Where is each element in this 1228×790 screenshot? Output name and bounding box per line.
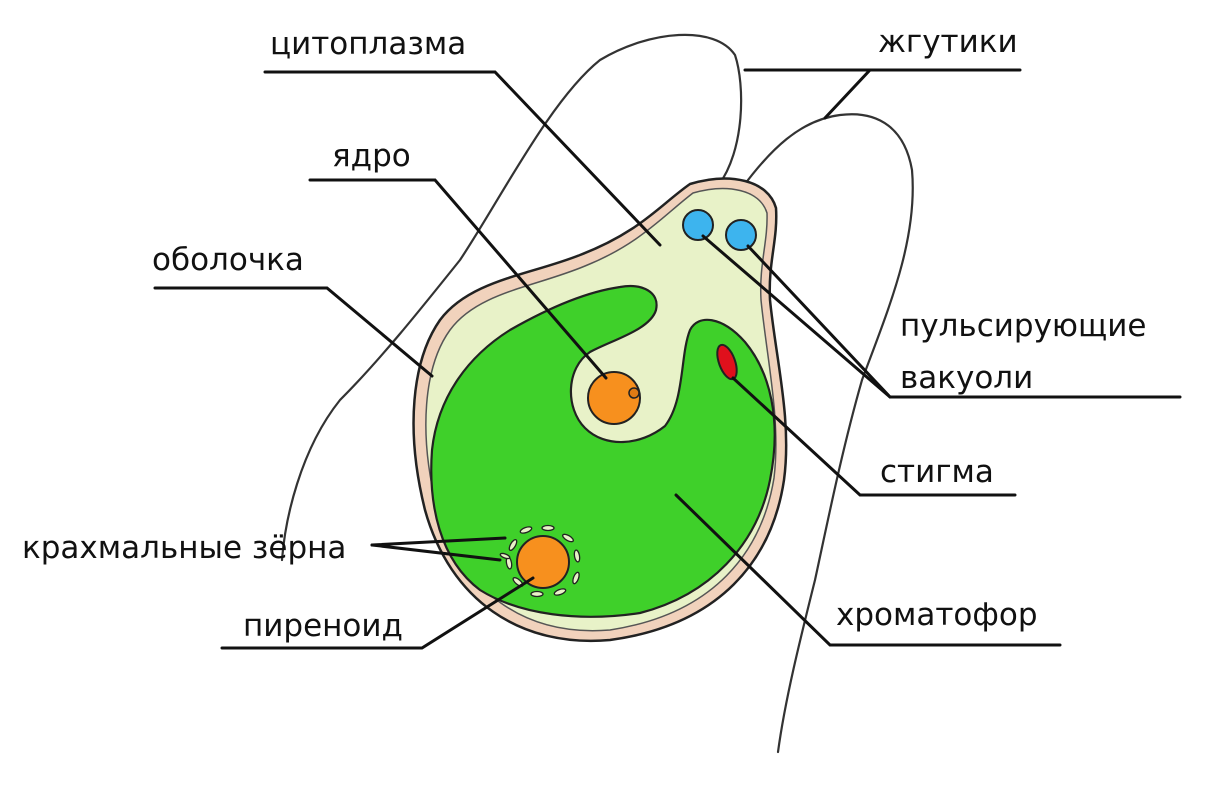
right-flagellum — [740, 113, 914, 754]
label-pyrenoid: пиреноид — [243, 608, 403, 644]
label-membrane: оболочка — [152, 242, 304, 278]
pyrenoid-group — [499, 524, 581, 598]
starch-grain — [573, 549, 581, 563]
starch-grain — [508, 539, 518, 551]
starch-grain — [519, 526, 533, 534]
label-flagella: жгутики — [878, 24, 1018, 60]
starch-grain — [530, 590, 544, 598]
nucleus — [587, 371, 641, 425]
leader-starch-1 — [370, 536, 507, 547]
leader-nucleus — [308, 178, 608, 380]
chromatophore — [430, 285, 776, 618]
leader-stigma — [731, 376, 1017, 497]
leader-pyrenoid — [220, 576, 535, 650]
nucleolus — [628, 387, 640, 399]
flagella-group — [280, 33, 914, 754]
labels: цитоплазма жгутики ядро оболочка пульсир… — [22, 24, 1146, 644]
label-stigma: стигма — [880, 454, 994, 490]
label-nucleus: ядро — [332, 138, 411, 174]
leader-lines — [153, 68, 1182, 650]
leader-starch-2 — [370, 543, 502, 562]
leader-membrane — [153, 286, 434, 378]
label-contractile-vacuoles-2: вакуоли — [900, 360, 1033, 396]
contractile-vacuoles — [682, 209, 757, 251]
left-flagellum — [280, 33, 743, 562]
starch-grain — [499, 552, 511, 560]
label-chromatophore: хроматофор — [836, 597, 1038, 633]
pyrenoid — [516, 535, 570, 589]
starch-grains — [499, 524, 581, 598]
label-cytoplasm: цитоплазма — [270, 26, 466, 62]
nucleus-group — [587, 371, 641, 425]
leader-chromatophore — [674, 493, 1062, 647]
leader-cytoplasm — [263, 70, 662, 247]
starch-grain — [562, 533, 574, 543]
starch-grain — [553, 588, 567, 596]
starch-grain — [572, 571, 580, 585]
starch-grain — [541, 524, 555, 532]
vacuole-right — [725, 219, 757, 251]
label-contractile-vacuoles-1: пульсирующие — [900, 308, 1146, 344]
leader-vacuoles-right — [746, 244, 892, 399]
vacuole-left — [682, 209, 714, 241]
leader-flagella — [823, 68, 1022, 120]
label-starch-grains: крахмальные зёрна — [22, 530, 346, 566]
